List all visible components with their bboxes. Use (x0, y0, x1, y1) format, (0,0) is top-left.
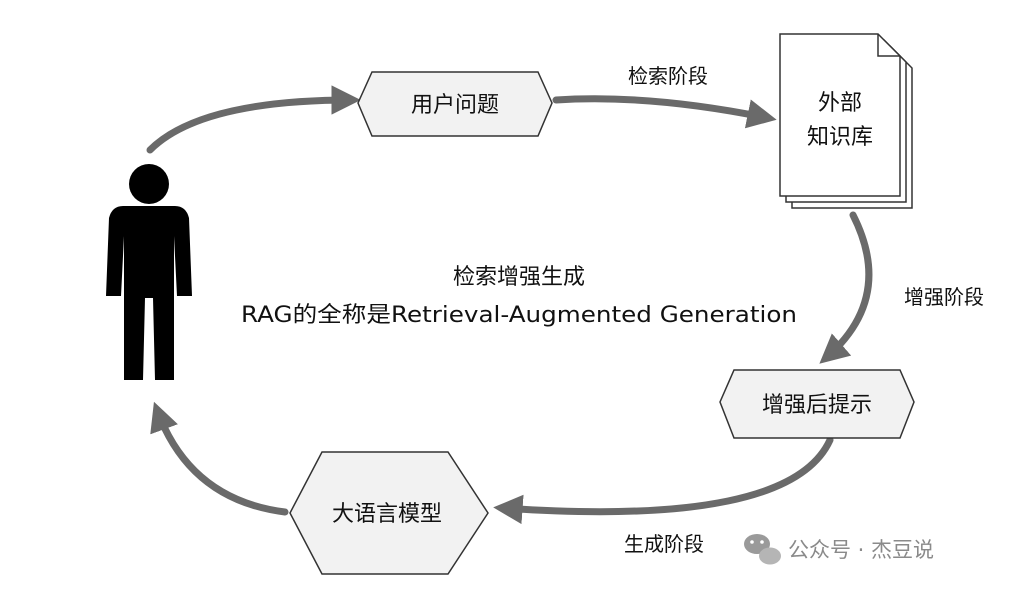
wechat-icon (744, 534, 781, 565)
center-title: 检索增强生成 (453, 265, 585, 290)
arrow-knowledge-base-to-prompt (819, 211, 873, 364)
watermark-label: 公众号 · 杰豆说 (788, 538, 934, 562)
node-llm: 大语言模型 (289, 451, 489, 575)
center-subtitle: RAG的全称是Retrieval-Augmented Generation (241, 303, 797, 328)
node-knowledge-base-label-line1: 外部 (818, 91, 862, 116)
node-enhanced-prompt: 增强后提示 (719, 369, 915, 439)
node-knowledge-base: 外部 知识库 (779, 33, 913, 209)
document-icon (779, 33, 901, 197)
arrow-prompt-to-llm (493, 436, 834, 525)
node-knowledge-base-label-line2: 知识库 (807, 125, 873, 150)
node-enhanced-prompt-label: 增强后提示 (762, 393, 872, 418)
node-user-question: 用户问题 (357, 71, 553, 137)
person-icon (106, 164, 192, 380)
watermark: 公众号 · 杰豆说 (744, 534, 934, 565)
arrow-llm-to-person (150, 401, 289, 516)
node-llm-label: 大语言模型 (332, 502, 442, 527)
edge-label-generation: 生成阶段 (624, 532, 704, 556)
edge-label-augmentation: 增强阶段 (904, 285, 984, 309)
arrow-question-to-knowledge-base (552, 95, 777, 129)
edge-label-retrieval: 检索阶段 (628, 64, 708, 88)
document-fold (877, 34, 900, 57)
arrow-person-to-question (146, 85, 361, 154)
node-user-question-label: 用户问题 (411, 93, 499, 118)
